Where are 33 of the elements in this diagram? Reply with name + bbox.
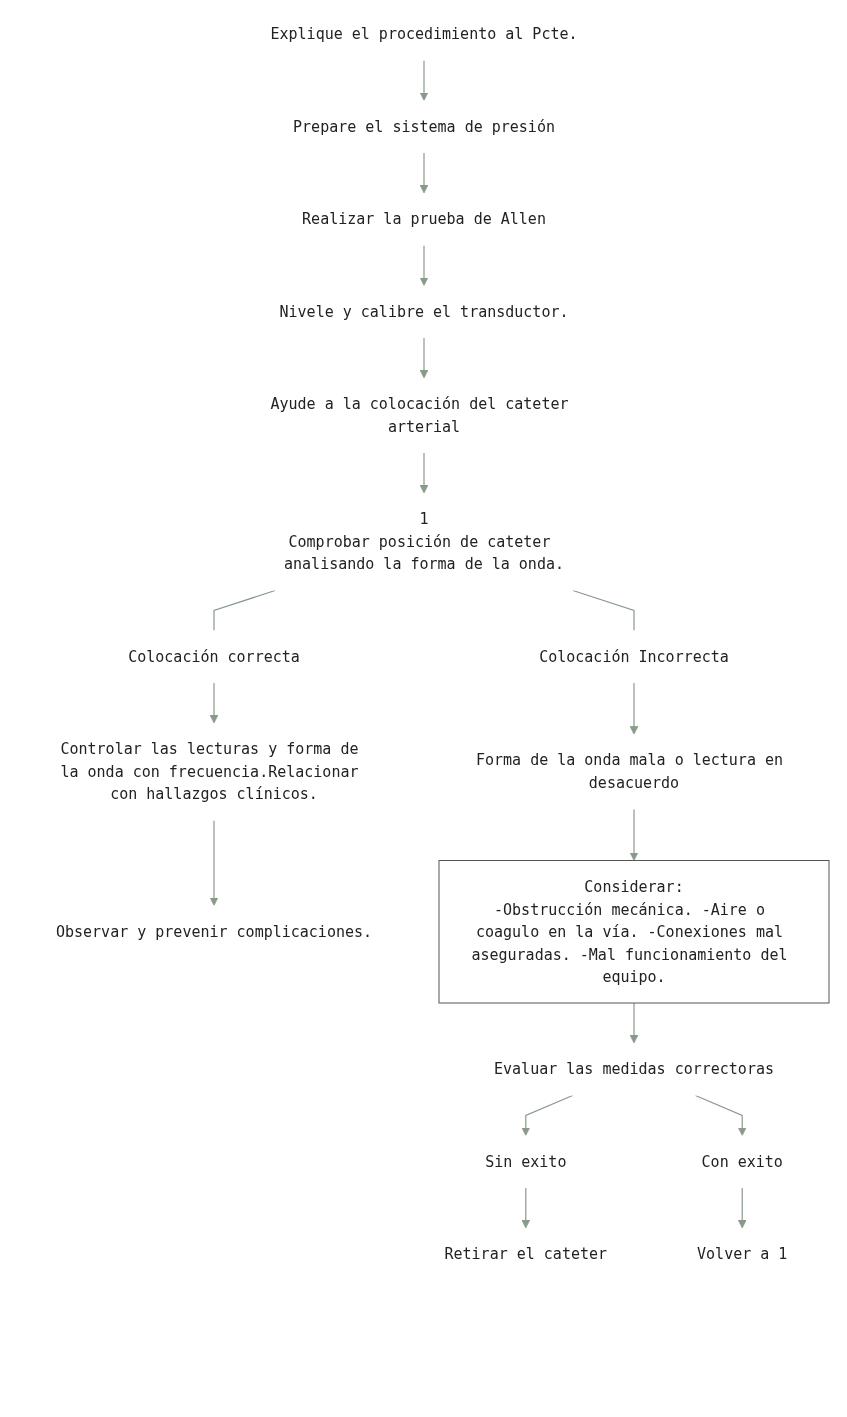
node-text: Prepare el sistema de presión xyxy=(292,117,555,136)
node-text: Ayude a la colocación del cateter arterial xyxy=(269,395,568,436)
node-text: Sin exito xyxy=(484,1152,566,1171)
arrow xyxy=(419,152,428,194)
arrow xyxy=(209,819,218,906)
node-text: Volver a 1 xyxy=(696,1245,787,1263)
node-text: Evaluar las medidas correctoras xyxy=(493,1060,774,1078)
arrow xyxy=(694,1094,747,1136)
arrow xyxy=(737,1187,747,1229)
node-text: Nivele y calibre el transductor. xyxy=(279,302,568,321)
connector xyxy=(571,589,635,632)
connector xyxy=(212,589,276,632)
arrow xyxy=(629,808,638,861)
arrow xyxy=(520,1094,573,1136)
node-text: Colocación correcta xyxy=(127,647,300,666)
node-text: Realizar la prueba de Allen xyxy=(301,210,546,228)
node-text: Forma de la onda mala o lectura en desacuerdo xyxy=(475,751,783,792)
arrow xyxy=(419,244,428,286)
node-text: Retirar el cateter xyxy=(444,1245,607,1263)
arrow xyxy=(629,682,638,735)
node-text: Con exito xyxy=(701,1152,783,1171)
arrow xyxy=(520,1187,530,1229)
arrow xyxy=(419,337,428,379)
node-text: Explique el procedimiento al Pcte. xyxy=(269,25,578,43)
node-text: Observar y prevenir complicaciones. xyxy=(55,922,372,941)
arrow xyxy=(419,59,428,101)
node-text: Colocación Incorrecta xyxy=(538,647,729,666)
arrow xyxy=(419,452,428,494)
arrow xyxy=(209,682,218,724)
node-text: Controlar las lecturas y forma de la onda con frecuencia.Relacionar con hallazgos clínicos. xyxy=(59,740,358,803)
node-text: 1 Comprobar posición de cateter analisando la forma de la onda. xyxy=(283,510,564,573)
arrow xyxy=(629,1002,638,1044)
node-box: Considerar: -Obstrucción mecánica. -Aire o coagulo en la vía. -Conexiones mal aseguradas. -Mal funcionamiento del equipo. xyxy=(438,860,829,1004)
